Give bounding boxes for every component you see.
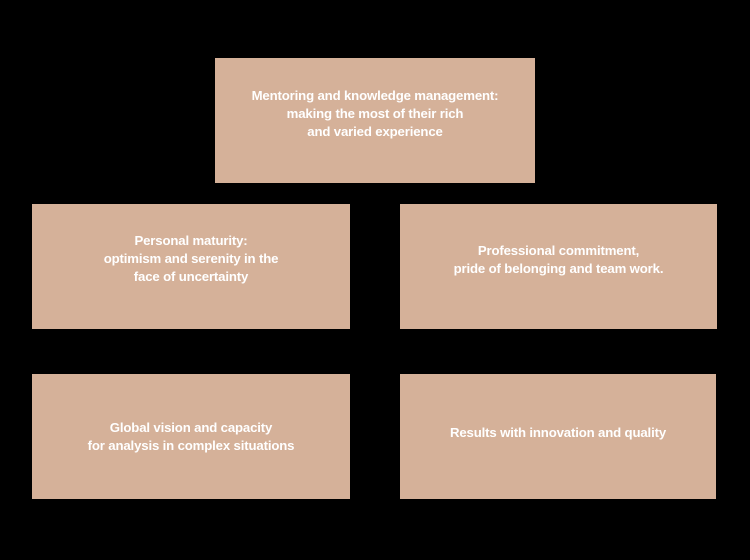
diagram-box-professional-commitment: Professional commitment, pride of belong… xyxy=(400,204,717,329)
diagram-box-results: Results with innovation and quality xyxy=(400,374,716,499)
diagram-box-personal-maturity-label: Personal maturity: optimism and serenity… xyxy=(103,232,279,284)
diagram-box-results-label: Results with innovation and quality xyxy=(449,424,667,440)
diagram-box-personal-maturity: Personal maturity: optimism and serenity… xyxy=(32,204,350,329)
diagram-box-professional-commitment-label: Professional commitment, pride of belong… xyxy=(453,242,664,276)
diagram-box-mentoring: Mentoring and knowledge management: maki… xyxy=(215,58,535,183)
diagram-box-mentoring-label: Mentoring and knowledge management: maki… xyxy=(251,87,499,139)
diagram-box-global-vision-label: Global vision and capacity for analysis … xyxy=(87,419,295,453)
diagram-box-global-vision: Global vision and capacity for analysis … xyxy=(32,374,350,499)
